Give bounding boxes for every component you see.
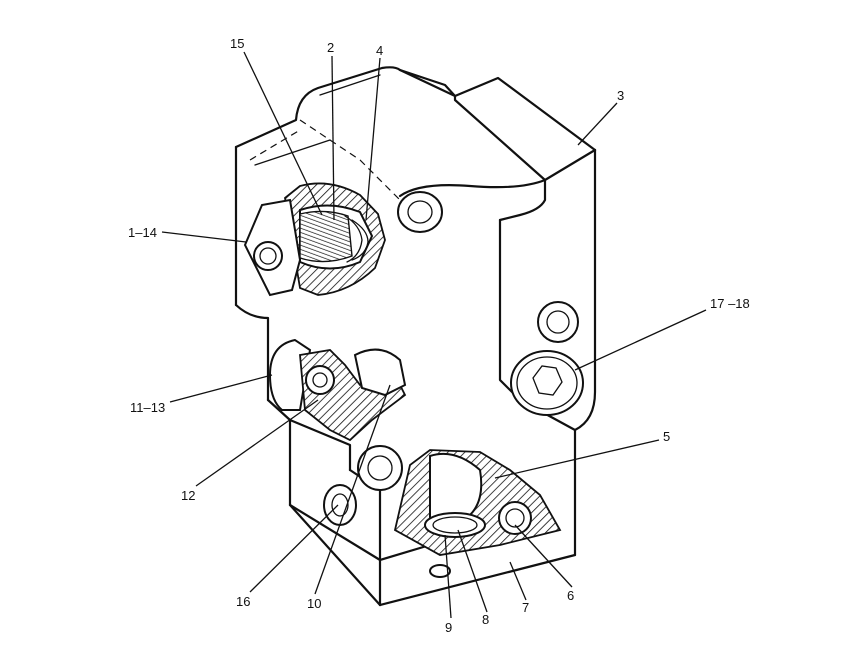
leader-11-13 [169,374,273,403]
callout-7: 7 [522,600,529,615]
callout-9: 9 [445,620,452,635]
callout-6: 6 [567,588,574,603]
callout-16: 16 [236,594,250,609]
callout-11-13: 11–13 [130,400,165,415]
callout-17-18: 17 –18 [710,296,750,311]
leader-8 [457,529,488,613]
callout-12: 12 [181,488,195,503]
leader-15 [243,51,323,216]
upper-port-ring [397,191,443,233]
leader-7 [509,561,527,601]
leader-6 [514,524,573,588]
callout-2: 2 [327,40,334,55]
callout-15: 15 [230,36,244,51]
left-port-ring [323,445,403,526]
hex-plug [510,301,584,416]
upper-cutaway-section [243,182,386,297]
leader-1-14 [161,231,247,243]
callout-4: 4 [376,43,383,58]
callout-3: 3 [617,88,624,103]
leader-9 [444,534,452,619]
callout-1-14: 1–14 [128,225,157,240]
leader-12 [195,399,319,487]
callout-8: 8 [482,612,489,627]
leader-5 [494,439,660,479]
leader-17-18 [574,309,707,371]
callout-5: 5 [663,429,670,444]
callout-labels: 15 2 4 3 1–14 17 –18 11–13 5 12 16 10 9 … [128,36,750,635]
leader-4 [365,57,381,221]
leader-lines [161,51,707,619]
leader-2 [331,55,335,221]
leader-10 [314,384,391,595]
middle-cutaway-section [268,338,407,442]
callout-10: 10 [307,596,321,611]
leader-16 [249,504,339,593]
leader-3 [577,102,618,146]
